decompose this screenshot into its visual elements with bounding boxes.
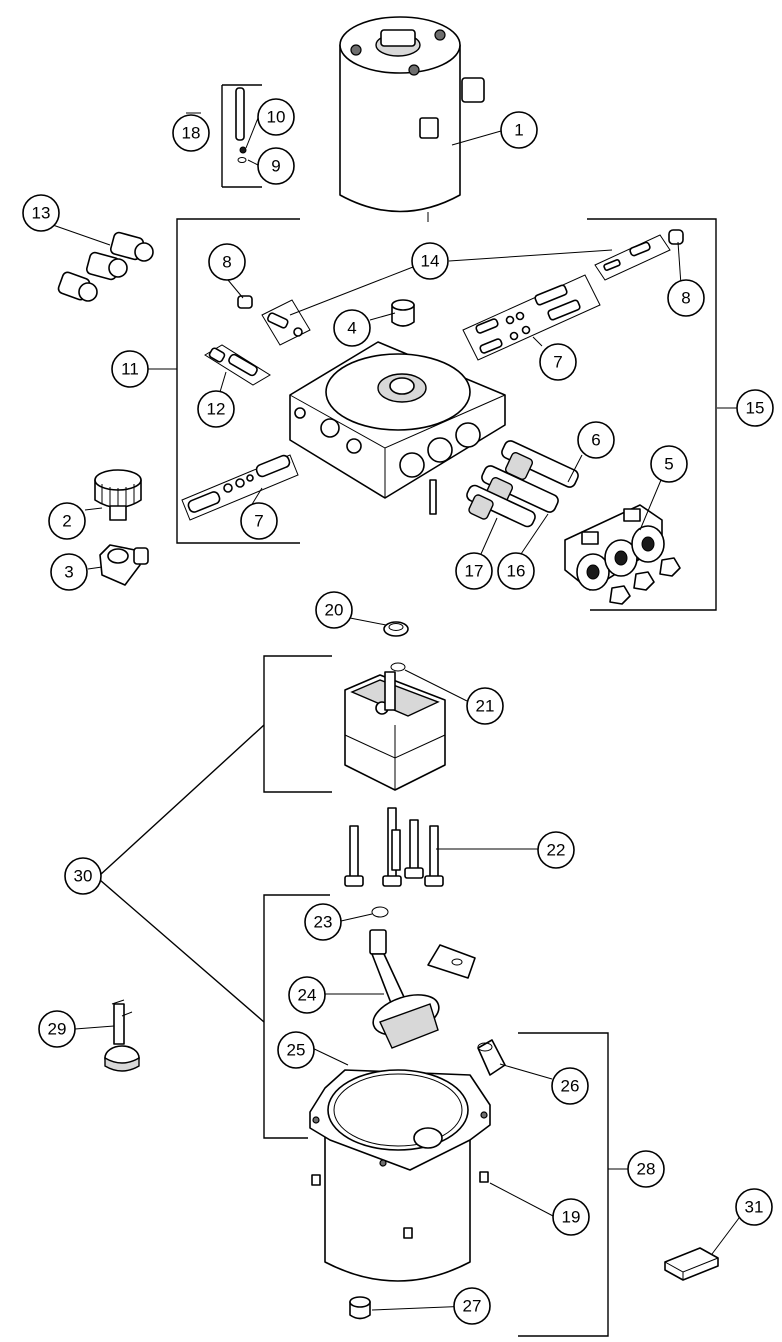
callout-14: 14 xyxy=(411,242,449,280)
valve-block-part xyxy=(289,341,506,515)
callout-1: 1 xyxy=(500,111,538,149)
callout-31-label: 31 xyxy=(745,1198,764,1217)
part-29-fill-valve xyxy=(104,999,140,1072)
pump-bracket xyxy=(263,655,332,793)
callout-7-lower-label: 7 xyxy=(254,512,263,531)
callout-28: 28 xyxy=(627,1150,665,1188)
callout-26-label: 26 xyxy=(561,1077,580,1096)
part-4-cap xyxy=(391,299,415,327)
valve-block-bracket xyxy=(176,218,717,611)
callout-18: 18 xyxy=(172,114,210,152)
callout-30: 30 xyxy=(64,857,102,895)
part-26-plug xyxy=(477,1039,506,1076)
callout-22-label: 22 xyxy=(547,841,566,860)
callout-12: 12 xyxy=(197,390,235,428)
callout-7-upper-label: 7 xyxy=(553,353,562,372)
callout-25-label: 25 xyxy=(287,1041,306,1060)
callout-2-label: 2 xyxy=(62,512,71,531)
elbow-fittings-part xyxy=(57,231,154,302)
part-14-kit-right xyxy=(594,229,684,281)
callout-5-label: 5 xyxy=(664,455,673,474)
callout-7-upper: 7 xyxy=(539,343,577,381)
callout-19-label: 19 xyxy=(562,1208,581,1227)
callout-2: 2 xyxy=(48,502,86,540)
callout-3-label: 3 xyxy=(64,563,73,582)
callout-27-label: 27 xyxy=(463,1297,482,1316)
callout-8-left: 8 xyxy=(208,243,246,281)
callout-3: 3 xyxy=(50,553,88,591)
pump-part xyxy=(344,662,446,791)
callout-20-label: 20 xyxy=(325,601,344,620)
callout-19: 19 xyxy=(552,1198,590,1236)
part-18-assembly xyxy=(221,84,262,188)
callout-31: 31 xyxy=(735,1188,773,1226)
callout-14-label: 14 xyxy=(421,252,440,271)
part-7-lower-kit xyxy=(181,454,299,521)
callout-9-label: 9 xyxy=(271,157,280,176)
callout-12-label: 12 xyxy=(207,400,226,419)
part-14-kit-left xyxy=(261,299,311,346)
part-31-block xyxy=(664,1247,719,1281)
leader-lines xyxy=(49,112,743,1311)
callout-17-label: 17 xyxy=(465,562,484,581)
callout-15-label: 15 xyxy=(746,399,765,418)
part-12-kit xyxy=(204,344,271,386)
callout-16: 16 xyxy=(497,552,535,590)
part-3-fitting xyxy=(99,544,149,586)
part-23-oring xyxy=(371,906,389,918)
callout-4-label: 4 xyxy=(347,319,356,338)
reservoir-part xyxy=(309,1069,491,1282)
callout-8-right-label: 8 xyxy=(681,289,690,308)
callout-24: 24 xyxy=(288,976,326,1014)
callout-6-label: 6 xyxy=(591,431,600,450)
callout-23: 23 xyxy=(304,903,342,941)
callout-21: 21 xyxy=(466,687,504,725)
callout-27: 27 xyxy=(453,1287,491,1325)
motor-part xyxy=(339,16,485,222)
part-27-plug xyxy=(349,1296,371,1320)
part-20-seal xyxy=(383,621,409,637)
callout-21-label: 21 xyxy=(476,697,495,716)
callout-8-right: 8 xyxy=(667,279,705,317)
callout-28-label: 28 xyxy=(637,1160,656,1179)
part-7-upper-kit xyxy=(462,274,601,361)
callout-1-label: 1 xyxy=(514,121,523,140)
callout-26: 26 xyxy=(551,1067,589,1105)
callout-23-label: 23 xyxy=(314,913,333,932)
part-30-leaders xyxy=(99,724,265,1023)
callout-7-lower: 7 xyxy=(240,502,278,540)
callout-13: 13 xyxy=(22,194,60,232)
callout-16-label: 16 xyxy=(507,562,526,581)
callout-4: 4 xyxy=(333,309,371,347)
callout-11: 11 xyxy=(111,350,149,388)
callout-9: 9 xyxy=(257,147,295,185)
callout-29-label: 29 xyxy=(48,1020,67,1039)
callout-6: 6 xyxy=(577,421,615,459)
part-8-left-plug xyxy=(237,295,253,309)
cartridge-valves-part xyxy=(466,440,579,528)
callout-24-label: 24 xyxy=(298,986,317,1005)
breather-cap-part xyxy=(94,469,142,521)
suction-filter-part xyxy=(369,929,476,1049)
callout-15: 15 xyxy=(736,389,774,427)
callout-30-label: 30 xyxy=(74,867,93,886)
callout-17: 17 xyxy=(455,552,493,590)
reservoir-bracket xyxy=(263,894,330,1139)
solenoid-coils-part xyxy=(564,504,681,605)
callout-18-label: 18 xyxy=(182,124,201,143)
bolts-part xyxy=(344,807,444,887)
callout-29: 29 xyxy=(38,1010,76,1048)
callout-20: 20 xyxy=(315,591,353,629)
callout-11-label: 11 xyxy=(121,360,139,379)
callout-5: 5 xyxy=(650,445,688,483)
callout-13-label: 13 xyxy=(32,204,51,223)
callout-10-label: 10 xyxy=(267,108,286,127)
callout-10: 10 xyxy=(257,98,295,136)
callout-25: 25 xyxy=(277,1031,315,1069)
callout-22: 22 xyxy=(537,831,575,869)
part-28-bracket xyxy=(518,1032,609,1337)
callout-8-left-label: 8 xyxy=(222,253,231,272)
